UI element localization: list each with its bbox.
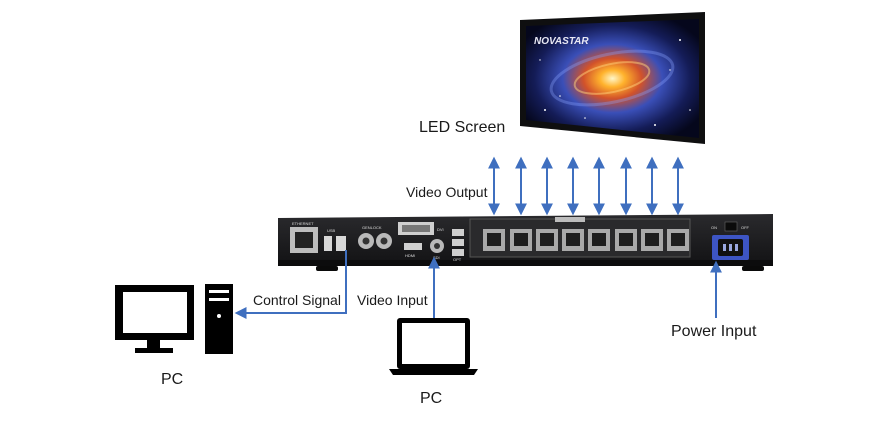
video-input-label: Video Input xyxy=(357,292,428,308)
output-port-1 xyxy=(483,229,505,251)
output-port-4 xyxy=(562,229,584,251)
hdmi-input-port: HDMI xyxy=(404,243,422,258)
usb-label: USB xyxy=(327,228,336,233)
dvi-input-port: DVI xyxy=(398,222,444,235)
output-port-3 xyxy=(536,229,558,251)
power-off-label: OFF xyxy=(741,225,750,230)
power-on-label: ON xyxy=(711,225,717,230)
output-port-2 xyxy=(510,229,532,251)
video-output-arrows xyxy=(488,156,684,216)
control-signal-arrow xyxy=(234,250,347,319)
device-foot-left xyxy=(316,266,338,271)
output-port-8 xyxy=(667,229,689,251)
power-switch: ON OFF xyxy=(711,221,750,232)
output-port-5 xyxy=(588,229,610,251)
hdmi-label: HDMI xyxy=(405,253,415,258)
screen-stars xyxy=(539,39,691,126)
video-output-label: Video Output xyxy=(406,184,488,200)
desktop-pc-label: PC xyxy=(161,371,184,388)
ethernet-label: ETHERNET xyxy=(292,221,314,226)
led-screen-label: LED Screen xyxy=(419,119,506,136)
desktop-pc-icon xyxy=(115,284,233,354)
screen-brand-logo: NOVASTAR xyxy=(534,36,589,47)
power-socket xyxy=(712,235,749,260)
opt-label: OPT xyxy=(453,257,462,262)
laptop-pc-icon xyxy=(389,318,478,375)
ethernet-control-port: ETHERNET xyxy=(290,221,318,253)
led-screen: NOVASTAR xyxy=(520,12,705,144)
dvi-label: DVI xyxy=(437,227,444,232)
genlock-connectors: GENLOCK xyxy=(358,225,392,249)
optical-ports: OPT xyxy=(452,229,464,262)
genlock-label: GENLOCK xyxy=(362,225,382,230)
control-signal-label: Control Signal xyxy=(253,292,341,308)
laptop-pc-label: PC xyxy=(420,390,443,407)
usb-ports: USB xyxy=(324,228,346,251)
controller-device: ETHERNET USB GENLOCK DVI HDMI SDI xyxy=(278,214,773,271)
device-foot-right xyxy=(742,266,764,271)
output-ports xyxy=(483,229,689,251)
output-port-7 xyxy=(641,229,663,251)
output-port-6 xyxy=(615,229,637,251)
power-input-label: Power Input xyxy=(671,323,757,340)
